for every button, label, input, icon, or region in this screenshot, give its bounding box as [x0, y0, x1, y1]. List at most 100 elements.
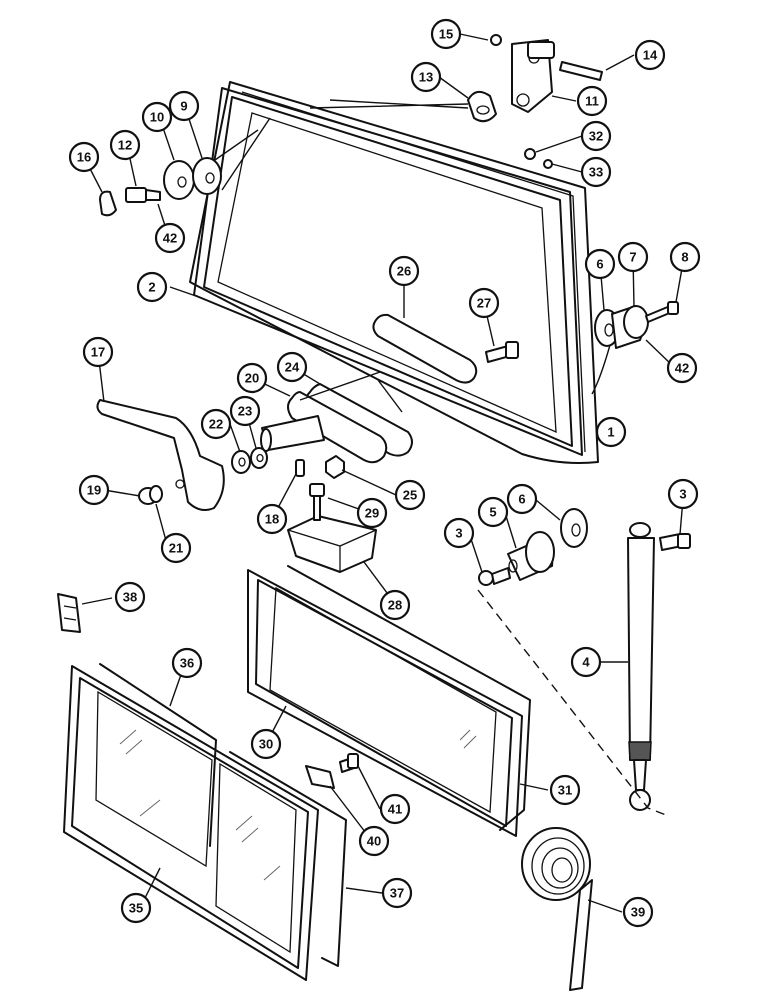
callout-8: 8 — [669, 241, 701, 273]
callout-3-right: 3 — [667, 478, 699, 510]
svg-text:2: 2 — [148, 280, 155, 295]
seal-strip-roll — [521, 827, 593, 991]
gas-strut — [627, 522, 655, 811]
callout-17: 17 — [82, 336, 114, 368]
small-nuts — [524, 148, 553, 169]
callout-19: 19 — [78, 474, 110, 506]
right-mount-hardware — [594, 301, 679, 349]
left-mount-hardware — [99, 117, 271, 217]
callout-1: 1 — [595, 416, 627, 448]
svg-text:25: 25 — [403, 488, 417, 503]
callout-16: 16 — [68, 141, 100, 173]
svg-text:33: 33 — [589, 165, 603, 180]
callout-28: 28 — [379, 589, 411, 621]
svg-text:42: 42 — [675, 361, 689, 376]
svg-text:41: 41 — [388, 802, 402, 817]
callout-37: 37 — [381, 877, 413, 909]
callout-9: 9 — [168, 90, 200, 122]
callout-35: 35 — [120, 892, 152, 924]
circlip — [490, 34, 502, 46]
svg-text:15: 15 — [439, 27, 453, 42]
callout-29: 29 — [356, 497, 388, 529]
callout-25: 25 — [394, 479, 426, 511]
svg-text:22: 22 — [209, 417, 223, 432]
callout-26: 26 — [388, 255, 420, 287]
svg-text:4: 4 — [582, 655, 590, 670]
svg-text:1: 1 — [607, 425, 614, 440]
bolt-29 — [309, 483, 325, 521]
callout-23: 23 — [229, 395, 261, 427]
svg-text:9: 9 — [180, 99, 187, 114]
screw-41 — [339, 753, 359, 773]
svg-text:32: 32 — [589, 129, 603, 144]
callout-21: 21 — [160, 532, 192, 564]
callout-11: 11 — [576, 85, 608, 117]
svg-text:3: 3 — [679, 487, 686, 502]
callout-15: 15 — [430, 18, 462, 50]
handle-spindle — [260, 415, 325, 452]
hinge-bracket — [511, 39, 555, 113]
callout-32: 32 — [580, 120, 612, 152]
callout-36: 36 — [171, 647, 203, 679]
svg-text:14: 14 — [643, 48, 658, 63]
callout-13: 13 — [410, 61, 442, 93]
latch-38 — [57, 593, 81, 633]
svg-text:13: 13 — [419, 70, 433, 85]
callout-10: 10 — [141, 101, 173, 133]
callout-42-right: 42 — [666, 352, 698, 384]
svg-text:23: 23 — [238, 404, 252, 419]
handle-lever — [96, 399, 225, 511]
bolt-27 — [485, 341, 519, 363]
svg-text:6: 6 — [518, 492, 525, 507]
ball-stud-3-upper — [659, 533, 691, 551]
svg-text:39: 39 — [631, 905, 645, 920]
svg-text:37: 37 — [390, 886, 404, 901]
callout-41: 41 — [379, 793, 411, 825]
washers-22-23 — [231, 447, 268, 474]
svg-text:29: 29 — [365, 506, 379, 521]
callout-38: 38 — [114, 581, 146, 613]
washer-6-lower — [560, 508, 588, 548]
svg-text:3: 3 — [455, 526, 462, 541]
svg-text:5: 5 — [489, 505, 496, 520]
inner-panel-frame — [247, 565, 531, 837]
svg-text:28: 28 — [388, 598, 402, 613]
callout-39: 39 — [622, 896, 654, 928]
svg-text:17: 17 — [91, 345, 105, 360]
inner-pad-and-plate — [287, 383, 413, 464]
svg-text:26: 26 — [397, 264, 411, 279]
callout-7: 7 — [617, 241, 649, 273]
svg-text:7: 7 — [629, 250, 636, 265]
catch-40 — [305, 765, 335, 789]
svg-text:36: 36 — [180, 656, 194, 671]
callouts: 15 14 13 11 10 9 32 12 16 33 42 6 7 8 26… — [68, 18, 701, 928]
svg-text:31: 31 — [558, 783, 572, 798]
callout-22: 22 — [200, 408, 232, 440]
svg-text:18: 18 — [265, 512, 279, 527]
callout-31: 31 — [549, 774, 581, 806]
callout-40: 40 — [358, 825, 390, 857]
glass-37 — [229, 751, 347, 967]
svg-text:11: 11 — [585, 94, 599, 109]
nut-25 — [325, 455, 345, 479]
svg-text:6: 6 — [596, 257, 603, 272]
knob-19 — [138, 485, 163, 505]
hinge-pin — [559, 61, 603, 81]
svg-text:42: 42 — [163, 231, 177, 246]
svg-text:19: 19 — [87, 483, 101, 498]
callout-4: 4 — [570, 646, 602, 678]
svg-text:24: 24 — [285, 360, 300, 375]
svg-text:27: 27 — [477, 296, 491, 311]
callout-33: 33 — [580, 156, 612, 188]
callout-42-top: 42 — [154, 222, 186, 254]
svg-text:38: 38 — [123, 590, 137, 605]
assembly-line-strut — [477, 589, 667, 816]
svg-text:20: 20 — [245, 371, 259, 386]
window-seal — [193, 87, 583, 456]
callout-6-lower: 6 — [506, 483, 538, 515]
callout-2: 2 — [136, 271, 168, 303]
callout-6-top: 6 — [584, 248, 616, 280]
svg-text:10: 10 — [150, 110, 164, 125]
svg-text:16: 16 — [77, 150, 91, 165]
callout-20: 20 — [236, 362, 268, 394]
